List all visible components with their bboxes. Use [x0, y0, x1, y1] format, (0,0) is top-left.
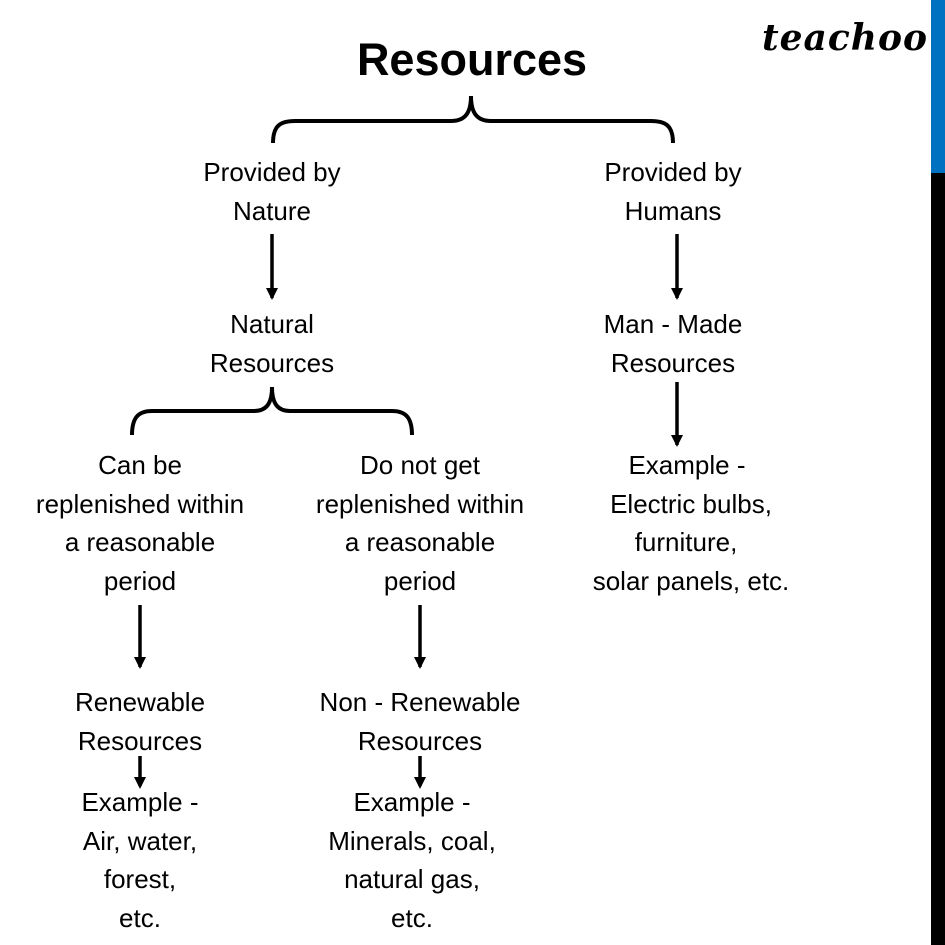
- node-line: Resources: [357, 725, 483, 756]
- node-line: Non - Renewable: [319, 687, 521, 717]
- node-line: etc.: [119, 902, 161, 933]
- sidebar-accent-black: [931, 173, 945, 945]
- node-line: Renewable: [74, 687, 206, 717]
- diagram-title: Resources: [356, 34, 588, 85]
- node-line: a reasonable: [64, 527, 216, 557]
- sidebar-accent-blue: [931, 0, 945, 173]
- brace-natural: [130, 386, 414, 436]
- node-line: Resources: [610, 347, 736, 378]
- node-line: Do not get: [360, 450, 480, 480]
- node-line: solar panels, etc.: [592, 565, 790, 596]
- node-line: Minerals, coal,: [328, 825, 496, 856]
- node-natural-resources: Natural Resources: [152, 305, 392, 382]
- node-line: Provided by: [604, 157, 742, 187]
- brace-top: [271, 95, 675, 144]
- node-line: Humans: [624, 195, 722, 226]
- node-line: Resources: [209, 347, 335, 378]
- node-line: forest,: [103, 864, 177, 894]
- node-can-be-replenished: Can be replenished within a reasonable p…: [0, 446, 280, 600]
- node-line: Natural: [230, 309, 314, 339]
- node-line: Example -: [81, 787, 199, 817]
- node-line: natural gas,: [344, 864, 480, 894]
- node-line: Can be: [98, 450, 182, 480]
- node-line: Nature: [232, 195, 312, 226]
- node-line: period: [103, 565, 177, 596]
- node-line: Electric bulbs,: [610, 488, 772, 519]
- node-renewable-example: Example - Air, water, forest, etc.: [0, 783, 280, 937]
- node-line: Resources: [77, 725, 203, 756]
- node-line: etc.: [391, 902, 433, 933]
- node-non-renewable-example: Example - Minerals, coal, natural gas, e…: [272, 783, 552, 937]
- node-provided-by-humans: Provided by Humans: [553, 153, 793, 230]
- node-line: period: [383, 565, 457, 596]
- node-man-made-resources: Man - Made Resources: [553, 305, 793, 382]
- node-line: replenished within: [35, 488, 245, 519]
- teachoo-logo: teachoo: [762, 17, 928, 59]
- node-do-not-get-replenished: Do not get replenished within a reasonab…: [280, 446, 560, 600]
- node-man-made-example: Example - Electric bulbs, furniture, sol…: [551, 446, 831, 600]
- node-line: Example -: [628, 450, 746, 480]
- node-provided-by-nature: Provided by Nature: [152, 153, 392, 230]
- node-line: Example -: [353, 787, 471, 817]
- node-line: replenished within: [315, 488, 525, 519]
- node-line: Provided by: [203, 157, 341, 187]
- node-non-renewable-resources: Non - Renewable Resources: [280, 683, 560, 760]
- node-line: Man - Made: [603, 309, 743, 339]
- node-renewable-resources: Renewable Resources: [0, 683, 280, 760]
- node-line: furniture,: [634, 527, 738, 557]
- node-line: a reasonable: [344, 527, 496, 557]
- node-line: Air, water,: [82, 825, 198, 856]
